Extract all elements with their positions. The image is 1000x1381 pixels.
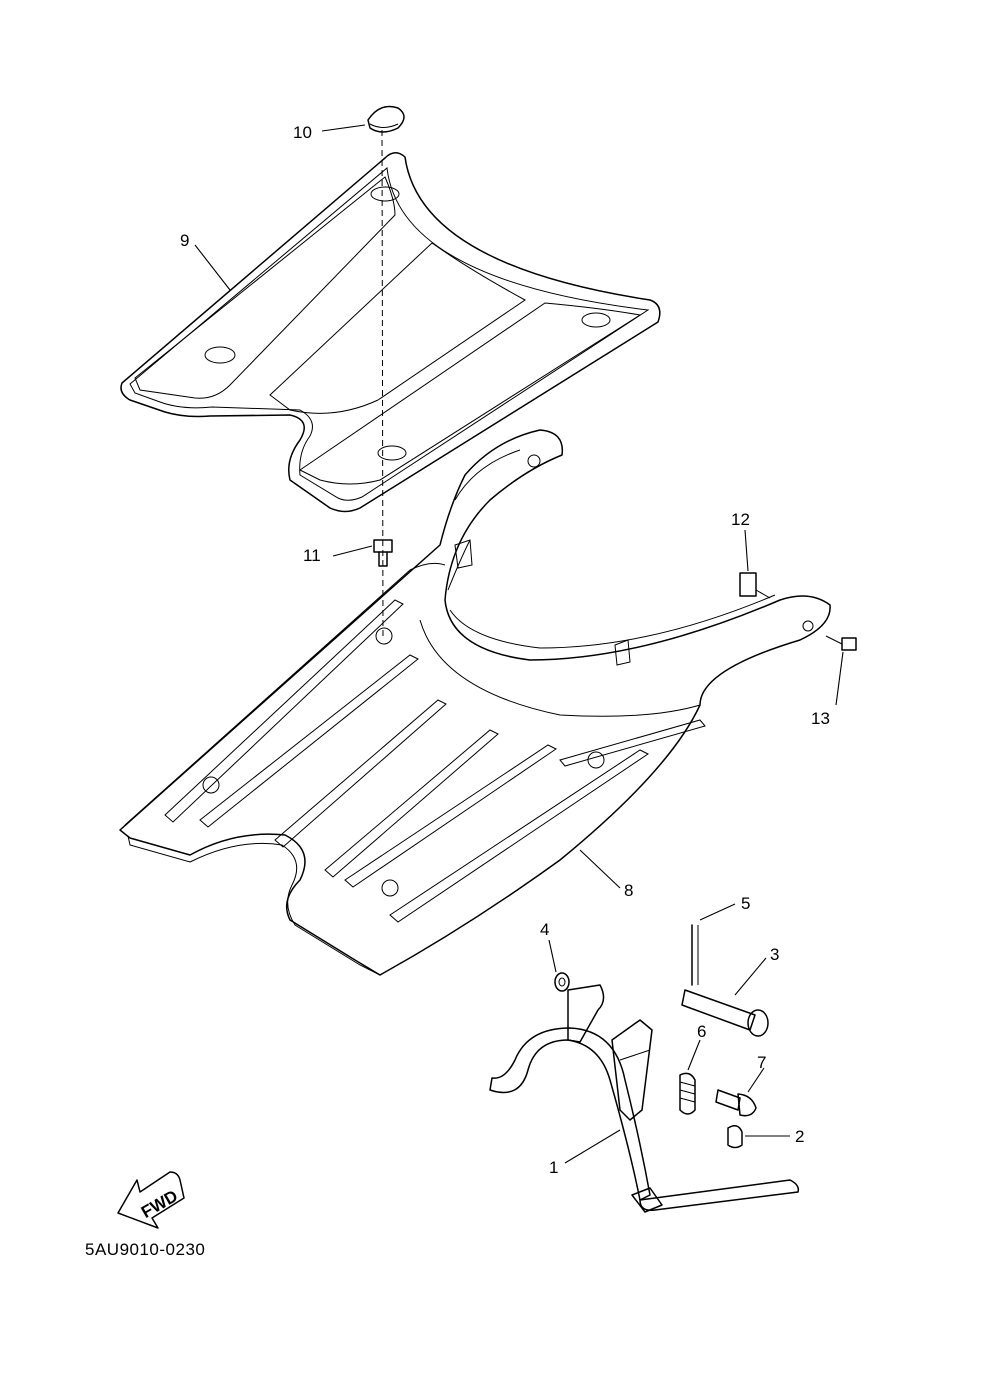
cap-part-10	[367, 105, 405, 133]
spring-part-6	[679, 1072, 696, 1115]
callout-8: 8	[624, 881, 633, 900]
bolt-part-11	[373, 539, 393, 567]
callout-13: 13	[811, 709, 830, 728]
cap-part-2	[727, 1125, 743, 1149]
callout-1: 1	[549, 1158, 558, 1177]
callout-9: 9	[180, 231, 189, 250]
leader-lines	[194, 124, 844, 1164]
floor-board-part-8	[119, 429, 831, 976]
callout-2: 2	[795, 1127, 804, 1146]
drawing-code: 5AU9010-0230	[85, 1240, 206, 1259]
cotter-pin-part-5	[691, 924, 699, 986]
callout-11: 11	[303, 546, 321, 565]
fwd-arrow-icon: FWD	[117, 1171, 185, 1229]
main-stand-part-1	[489, 984, 800, 1213]
callout-4: 4	[540, 920, 549, 939]
callout-12: 12	[731, 510, 750, 529]
callout-7: 7	[757, 1053, 766, 1072]
callout-5: 5	[741, 894, 750, 913]
washer-part-4	[554, 972, 570, 992]
alignment-line	[381, 129, 384, 641]
callout-6: 6	[697, 1022, 706, 1041]
fwd-label: FWD	[138, 1186, 181, 1222]
screw-part-13	[825, 635, 857, 651]
shaft-part-3	[681, 989, 769, 1037]
floor-mat-part-9	[120, 152, 661, 513]
callout-10: 10	[293, 123, 312, 142]
nut-clip-part-12	[739, 572, 771, 599]
bolt-part-7	[715, 1089, 757, 1117]
callouts: 10 9 11 12 13 8 5 4 3 6 7 2 1	[180, 123, 830, 1177]
callout-3: 3	[770, 945, 779, 964]
